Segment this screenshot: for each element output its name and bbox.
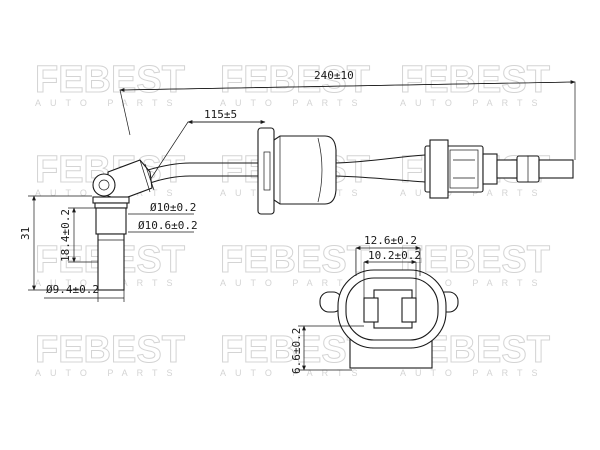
connector-pin	[401, 297, 417, 323]
sensor-cable	[147, 154, 426, 184]
dim-sensor-height: 18.4±0.2	[59, 209, 72, 262]
dim-diameter-outer: Ø10.6±0.2	[138, 219, 198, 232]
dim-tip-diameter: Ø9.4±0.2	[46, 283, 99, 296]
watermark-logo: FEBEST AUTO PARTS	[35, 329, 186, 379]
svg-text:FEBEST: FEBEST	[220, 329, 370, 371]
dim-boot-length: 115±5	[204, 108, 237, 121]
sensor-barrel	[95, 207, 127, 235]
dim-overall-length: 240±10	[314, 69, 354, 82]
watermark-logo: FEBEST AUTO PARTS	[220, 59, 371, 109]
dimension-lines	[28, 80, 576, 371]
svg-text:FEBEST: FEBEST	[35, 329, 185, 371]
svg-text:AUTO PARTS: AUTO PARTS	[35, 368, 182, 378]
watermark-group: FEBEST AUTO PARTS FEBEST AUTO PARTS FEBE…	[35, 59, 551, 379]
sensor-head	[92, 159, 155, 291]
dim-connector-outer: 12.6±0.2	[364, 234, 417, 247]
dim-connector-height: 6.6±0.2	[290, 328, 303, 374]
watermark-logo: FEBEST AUTO PARTS	[35, 59, 186, 109]
svg-text:AUTO PARTS: AUTO PARTS	[400, 278, 547, 288]
sensor-eyelet	[92, 173, 116, 197]
watermark-logo: FEBEST AUTO PARTS	[220, 239, 371, 289]
watermark-subtitle: AUTO PARTS	[35, 98, 182, 108]
watermark-brand: FEBEST	[35, 59, 185, 101]
svg-text:FEBEST: FEBEST	[400, 59, 550, 101]
connector-pin	[363, 297, 379, 323]
sensor-collar	[92, 196, 130, 204]
svg-text:AUTO PARTS: AUTO PARTS	[220, 98, 367, 108]
dim-connector-inner: 10.2±0.2	[368, 249, 421, 262]
watermark-logo: FEBEST AUTO PARTS	[400, 59, 551, 109]
watermark-logo: FEBEST AUTO PARTS	[220, 329, 371, 379]
connector-face	[319, 269, 459, 369]
svg-text:AUTO PARTS: AUTO PARTS	[400, 98, 547, 108]
svg-text:AUTO PARTS: AUTO PARTS	[220, 278, 367, 288]
sensor-tip	[97, 233, 125, 291]
cable-grommet	[257, 127, 337, 215]
svg-text:FEBEST: FEBEST	[220, 239, 370, 281]
connector-body	[424, 139, 574, 199]
dim-total-height: 31	[19, 227, 32, 240]
svg-text:AUTO PARTS: AUTO PARTS	[220, 368, 367, 378]
svg-text:AUTO PARTS: AUTO PARTS	[400, 368, 547, 378]
dimension-labels: 240±10 115±5 Ø10±0.2 Ø10.6±0.2 18.4±0.2 …	[19, 69, 421, 374]
svg-text:AUTO PARTS: AUTO PARTS	[400, 188, 547, 198]
svg-text:FEBEST: FEBEST	[220, 59, 370, 101]
dim-diameter-inner: Ø10±0.2	[150, 201, 196, 214]
